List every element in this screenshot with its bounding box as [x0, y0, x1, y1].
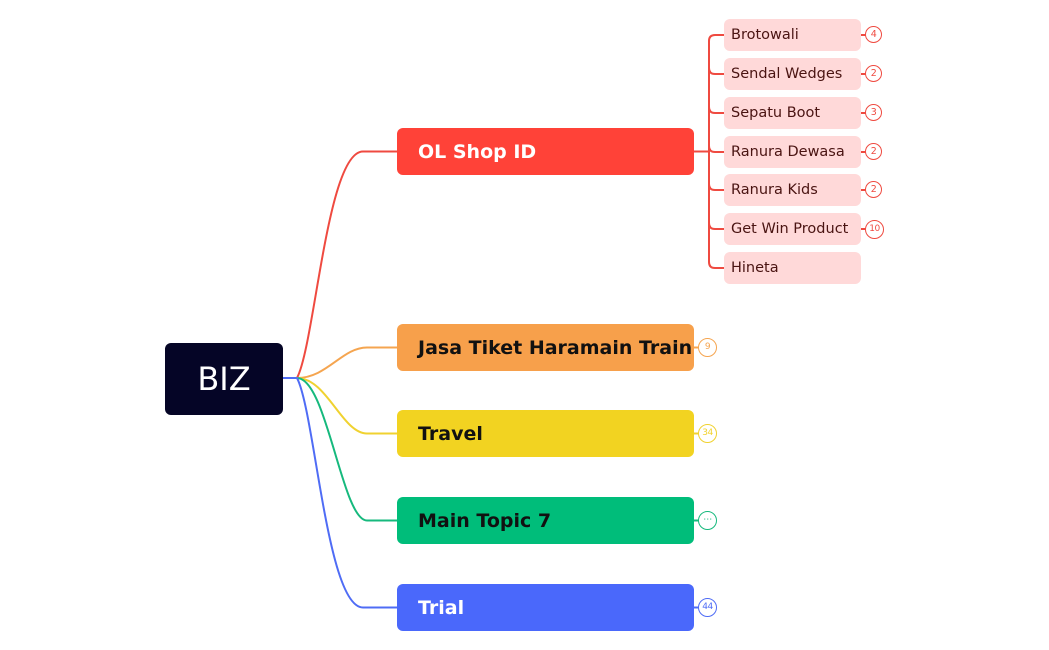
- collapsed-count-badge[interactable]: 9: [698, 338, 717, 357]
- topic-main-topic-7[interactable]: Main Topic 7: [397, 497, 694, 544]
- subtopic-label: Hineta: [731, 260, 779, 276]
- subtopic-label: Get Win Product: [731, 221, 849, 237]
- subtopic-connector-get-win-product: [708, 222, 725, 230]
- subtopic-connector-ranura-kids: [708, 183, 725, 191]
- topic-travel[interactable]: Travel: [397, 410, 694, 457]
- subtopic-label: Brotowali: [731, 27, 799, 43]
- topic-label: Jasa Tiket Haramain Train: [418, 336, 693, 359]
- collapsed-count-badge[interactable]: 10: [865, 220, 884, 239]
- subtopic-label: Ranura Dewasa: [731, 144, 845, 160]
- topic-connector-main-topic-7: [296, 377, 398, 522]
- collapsed-count-badge[interactable]: 3: [865, 104, 882, 121]
- topic-label: Travel: [418, 422, 483, 445]
- collapsed-count-badge[interactable]: 2: [865, 65, 882, 82]
- subtopic-brotowali[interactable]: Brotowali: [724, 19, 861, 51]
- collapsed-count-badge[interactable]: 2: [865, 143, 882, 160]
- topic-connector-ol-shop-id: [296, 150, 398, 379]
- topic-connector-jasa-tiket-haramain-train: [296, 346, 398, 379]
- topic-label: OL Shop ID: [418, 140, 537, 163]
- subtopic-connector-sepatu-boot: [708, 106, 725, 114]
- topic-connector-trial: [296, 377, 398, 609]
- collapsed-count-badge[interactable]: 2: [865, 181, 882, 198]
- subtopic-label: Sepatu Boot: [731, 105, 821, 121]
- subtopic-connector-sendal-wedges: [708, 67, 725, 75]
- topic-jasa-tiket-haramain-train[interactable]: Jasa Tiket Haramain Train: [397, 324, 694, 371]
- collapsed-count-badge[interactable]: 4: [865, 26, 882, 43]
- subtopic-get-win-product[interactable]: Get Win Product: [724, 213, 861, 245]
- collapsed-count-badge[interactable]: ⋯: [698, 511, 717, 530]
- topic-label: Main Topic 7: [418, 509, 552, 532]
- root-topic-biz[interactable]: BIZ: [165, 343, 283, 415]
- subtopic-ranura-dewasa[interactable]: Ranura Dewasa: [724, 136, 861, 168]
- topic-ol-shop-id[interactable]: OL Shop ID: [397, 128, 694, 175]
- collapsed-count-badge[interactable]: 44: [698, 598, 717, 617]
- subtopic-hineta[interactable]: Hineta: [724, 252, 861, 284]
- topic-connector-travel: [296, 377, 398, 435]
- subtopic-ranura-kids[interactable]: Ranura Kids: [724, 174, 861, 206]
- subtopic-connector-ranura-dewasa: [708, 145, 725, 153]
- subtopic-sepatu-boot[interactable]: Sepatu Boot: [724, 97, 861, 129]
- subtopic-label: Sendal Wedges: [731, 66, 843, 82]
- subtopic-label: Ranura Kids: [731, 182, 818, 198]
- subtopic-sendal-wedges[interactable]: Sendal Wedges: [724, 58, 861, 90]
- collapsed-count-badge[interactable]: 34: [698, 424, 717, 443]
- topic-label: Trial: [418, 596, 465, 619]
- subtopic-connector-bracket: [708, 34, 725, 269]
- topic-trial[interactable]: Trial: [397, 584, 694, 631]
